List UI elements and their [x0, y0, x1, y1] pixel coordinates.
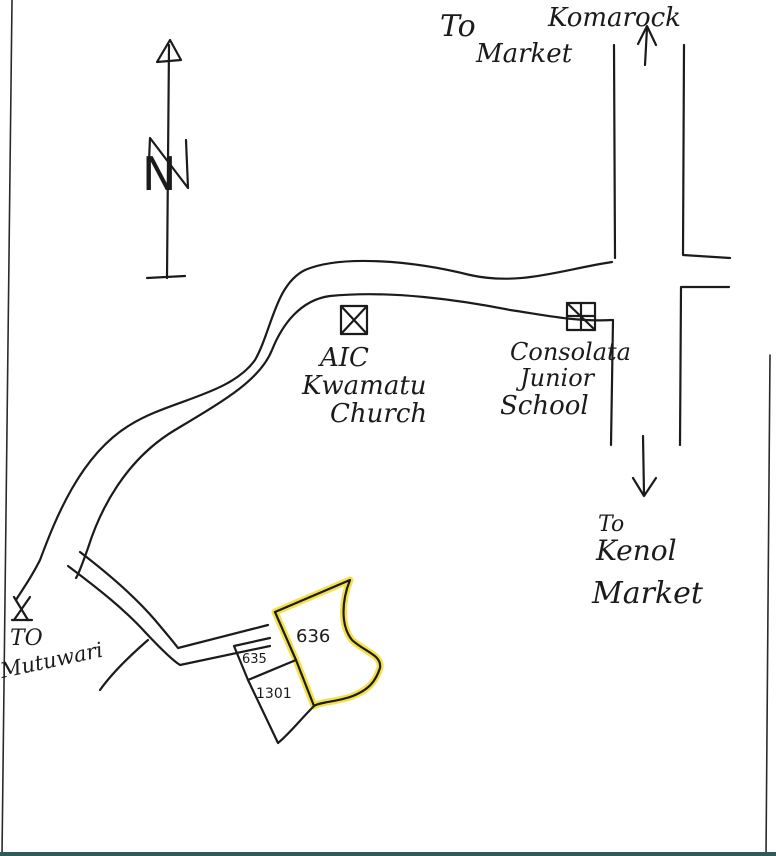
arrow-to-komarock-icon: [636, 24, 658, 67]
school-line1: Consolata: [510, 338, 631, 366]
school-marker-icon: [565, 301, 597, 332]
kenol-name: Kenol: [595, 534, 677, 567]
north-letter: N: [142, 147, 176, 201]
church-line1: AIC: [318, 343, 369, 373]
page-bottom-edge: [0, 852, 776, 856]
church-marker-icon: [339, 304, 369, 336]
komarock-market: Market: [475, 39, 573, 69]
parcel-636-label: 636: [296, 626, 330, 647]
komarock-name: Komarock: [547, 3, 681, 33]
mutuwari-to: TO: [10, 626, 43, 651]
mutuwari-marker-icon: [10, 595, 34, 622]
parcel-1301-label: 1301: [256, 686, 292, 702]
page-left-edge: [1, 0, 13, 856]
winding-road: [14, 259, 614, 602]
kenol-market: Market: [591, 576, 704, 611]
arrow-to-kenol-icon: [631, 434, 658, 498]
parcel-635-label: 635: [242, 652, 267, 667]
school-line2: Junior: [515, 364, 596, 392]
main-road: [609, 43, 732, 447]
access-road: [66, 550, 272, 692]
parcel-outlines: [232, 578, 382, 745]
north-arrow-icon: [145, 38, 190, 280]
church-line3: Church: [330, 399, 427, 429]
school-line3: School: [500, 391, 589, 421]
kenol-to: To: [598, 512, 624, 537]
church-line2: Kwamatu: [301, 371, 427, 401]
page-right-edge: [765, 354, 771, 856]
komarock-to: To: [440, 9, 476, 44]
